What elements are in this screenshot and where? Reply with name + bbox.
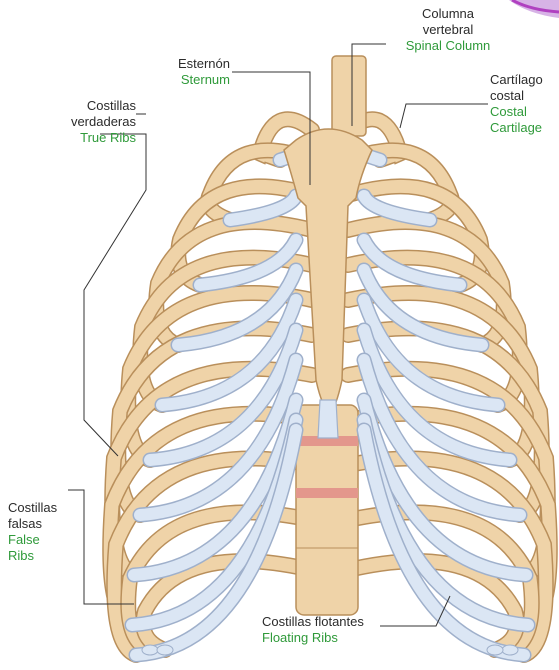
costal-cartilage-fill [364, 196, 430, 220]
floating-ribs-label-es: Costillas flotantes [262, 614, 392, 630]
cartilage-label-en-2: Cartilage [490, 120, 559, 136]
cartilage-leader-line [400, 104, 488, 128]
floating-rib-tip [142, 645, 158, 655]
true-ribs-label-es-1: Costillas [0, 98, 136, 114]
costal-cartilage-fill [230, 196, 296, 220]
spine-label: Columna vertebral Spinal Column [392, 6, 504, 54]
floating-rib-tip [157, 645, 173, 655]
false-ribs-label-es-1: Costillas [8, 500, 78, 516]
intervertebral-disc [296, 488, 358, 498]
spine-label-es-2: vertebral [392, 22, 504, 38]
xiphoid-cartilage [318, 400, 338, 438]
cartilage-label-es-2: costal [490, 88, 559, 104]
false-ribs-label-en-2: Ribs [8, 548, 78, 564]
true-ribs-label: Costillas verdaderas True Ribs [0, 98, 136, 146]
true-ribs-label-es-2: verdaderas [0, 114, 136, 130]
spine-label-en: Spinal Column [392, 38, 504, 54]
false-ribs-label-es-2: falsas [8, 516, 78, 532]
floating-rib-tip [502, 645, 518, 655]
cartilage-label-en-1: Costal [490, 104, 559, 120]
true-ribs-label-en: True Ribs [0, 130, 136, 146]
sternum-label: Esternón Sternum [120, 56, 230, 88]
spine-label-es-1: Columna [392, 6, 504, 22]
floating-ribs-label-en: Floating Ribs [262, 630, 392, 646]
floating-ribs-label: Costillas flotantes Floating Ribs [262, 614, 392, 646]
corner-accent [509, 0, 559, 18]
sternum-label-es: Esternón [120, 56, 230, 72]
false-ribs-label: Costillas falsas False Ribs [8, 500, 78, 564]
cartilage-label: Cartílago costal Costal Cartilage [490, 72, 559, 136]
false-ribs-label-en-1: False [8, 532, 78, 548]
cartilage-label-es-1: Cartílago [490, 72, 559, 88]
floating-rib-tip [487, 645, 503, 655]
sternum-label-en: Sternum [120, 72, 230, 88]
